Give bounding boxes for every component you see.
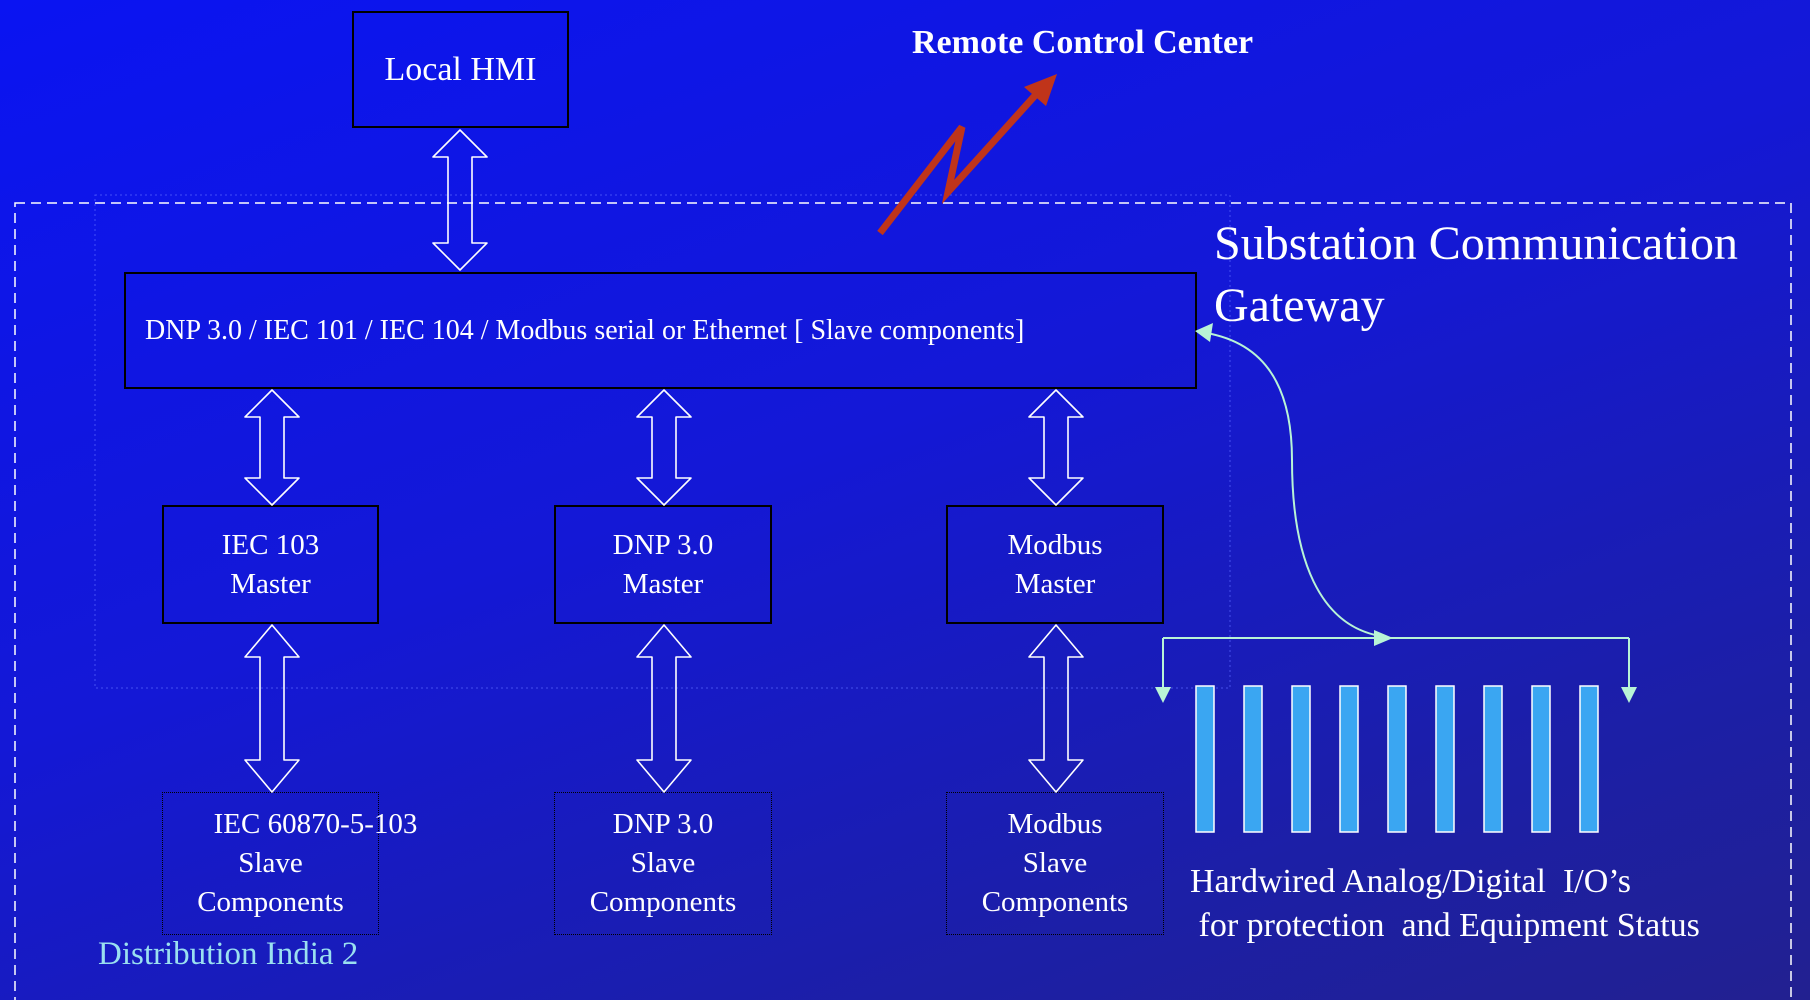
iec103-slave-box: IEC 60870-5-103 Slave Components (162, 792, 417, 935)
slave-label-line1: IEC 60870-5-103 (213, 808, 418, 840)
bus-iec103-double-arrow (244, 389, 300, 506)
inner-dotted-region (94, 194, 1231, 689)
local-hmi-box: Local HMI (352, 11, 569, 128)
gateway-title-line1: Substation Communication (1214, 217, 1738, 270)
dnp3-master-box: DNP 3.0 Master (554, 505, 772, 624)
master-label-line2: Master (230, 567, 311, 600)
footer-label: Distribution India 2 (98, 936, 359, 972)
iec103-slave-double-arrow (244, 624, 300, 793)
gateway-arrowhead (1195, 323, 1213, 342)
io-bar (1483, 685, 1503, 833)
slave-label-line2: Slave (630, 847, 696, 879)
io-label-line1: Hardwired Analog/Digital I/O’s (1190, 863, 1631, 900)
io-left-arrowhead (1155, 687, 1171, 703)
slave-label-line3: Components (589, 886, 737, 918)
dnp3-slave-double-arrow (636, 624, 692, 793)
slave-label-line3: Components (197, 886, 344, 918)
io-bar (1243, 685, 1263, 833)
gateway-title-line2: Gateway (1214, 279, 1385, 332)
io-bar (1291, 685, 1311, 833)
io-label: Hardwired Analog/Digital I/O’s for prote… (1190, 860, 1700, 948)
bus-modbus-double-arrow (1028, 389, 1084, 506)
modbus-master-box: Modbus Master (946, 505, 1164, 624)
io-right-arrowhead (1621, 687, 1637, 703)
modbus-slave-double-arrow (1028, 624, 1084, 793)
master-label-line2: Master (1014, 567, 1096, 600)
iec103-master-box: IEC 103 Master (162, 505, 379, 624)
slave-label-line1: DNP 3.0 (612, 808, 714, 840)
slave-label-line1: Modbus (1007, 808, 1103, 840)
slave-bus-label: DNP 3.0 / IEC 101 / IEC 104 / Modbus ser… (145, 315, 1025, 346)
io-bar (1387, 685, 1407, 833)
local-hmi-label: Local HMI (384, 51, 537, 88)
master-label-line1: DNP 3.0 (612, 528, 714, 561)
gateway-io-curve (1199, 331, 1381, 637)
io-label-line2: for protection and Equipment Status (1190, 907, 1700, 944)
slave-label-line2: Slave (238, 847, 303, 879)
io-bar (1435, 685, 1455, 833)
master-label-line1: IEC 103 (221, 528, 320, 561)
modbus-slave-box: Modbus Slave Components (946, 792, 1164, 935)
io-bar (1531, 685, 1551, 833)
hmi-bus-double-arrow (432, 129, 488, 271)
slave-bus-box: DNP 3.0 / IEC 101 / IEC 104 / Modbus ser… (124, 272, 1197, 389)
remote-control-center-label: Remote Control Center (912, 24, 1254, 61)
master-label-line2: Master (622, 567, 704, 600)
io-bar (1195, 685, 1215, 833)
slave-label-line3: Components (981, 886, 1129, 918)
io-bars-group (1195, 685, 1599, 833)
master-label-line1: Modbus (1007, 528, 1103, 561)
dnp3-slave-box: DNP 3.0 Slave Components (554, 792, 772, 935)
bus-dnp3-double-arrow (636, 389, 692, 506)
remote-link-arrowhead (1024, 74, 1057, 106)
io-bar (1339, 685, 1359, 833)
remote-link-arrow (877, 87, 1043, 236)
io-center-arrowhead (1374, 630, 1393, 646)
io-bar (1579, 685, 1599, 833)
gateway-title: Substation Communication Gateway (1214, 213, 1738, 337)
slave-label-line2: Slave (1022, 847, 1088, 879)
